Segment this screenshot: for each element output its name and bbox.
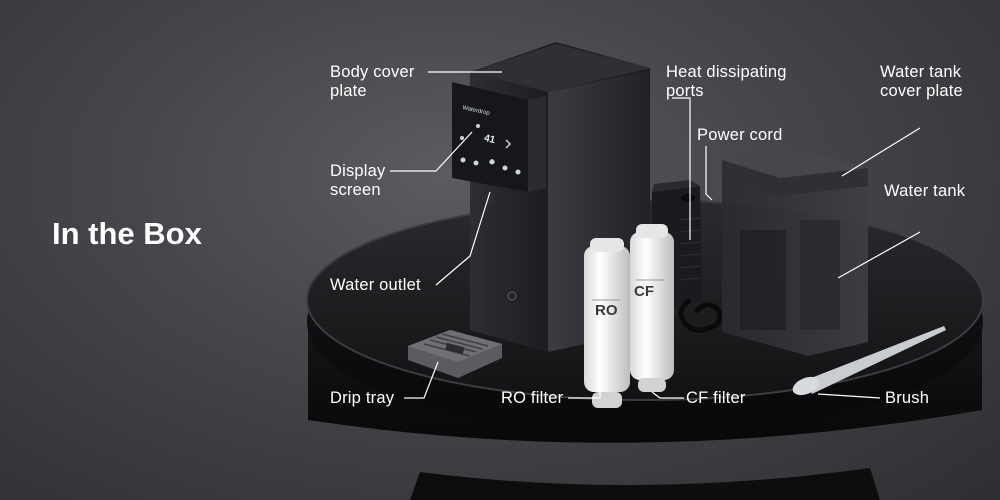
display-reading: 41 bbox=[482, 132, 497, 147]
ro-filter-mark: RO bbox=[595, 302, 618, 319]
drip-tray bbox=[408, 330, 502, 378]
label-brush: Brush bbox=[885, 389, 930, 407]
label-water-outlet: Water outlet bbox=[330, 276, 421, 294]
ro-filter: RO bbox=[584, 238, 630, 408]
cf-filter-mark: CF bbox=[634, 283, 654, 300]
label-cf-filter: CF filter bbox=[686, 389, 746, 407]
cf-filter: CF bbox=[630, 224, 674, 392]
label-power-cord: Power cord bbox=[697, 126, 783, 144]
label-water-tank: Water tank bbox=[884, 182, 966, 200]
callout-lines bbox=[390, 71, 921, 399]
brush bbox=[792, 326, 946, 396]
water-tank bbox=[722, 150, 868, 356]
label-ro-filter: RO filter bbox=[501, 389, 564, 407]
page-title: In the Box bbox=[52, 216, 202, 251]
label-drip-tray: Drip tray bbox=[330, 389, 395, 407]
